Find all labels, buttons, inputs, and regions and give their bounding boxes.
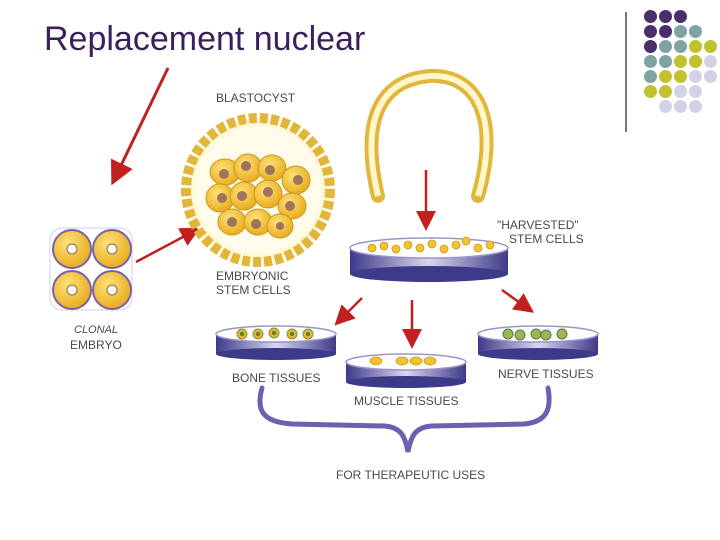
decor-dot xyxy=(689,70,702,83)
label-nerve-tissues: NERVE TISSUES xyxy=(498,367,594,381)
decor-dot xyxy=(689,40,702,53)
grouping-brace xyxy=(257,385,552,453)
decor-dot xyxy=(704,70,717,83)
decor-divider-line xyxy=(625,12,627,132)
arrow xyxy=(501,288,535,313)
arrow xyxy=(135,227,201,264)
decor-dot xyxy=(644,70,657,83)
harvested-dish xyxy=(349,236,509,282)
decor-dot xyxy=(644,25,657,38)
label-harvested-line1: "HARVESTED" xyxy=(497,218,579,232)
decor-dot xyxy=(689,85,702,98)
decor-dot xyxy=(689,55,702,68)
muscle-tissue-dish xyxy=(345,353,467,388)
decor-dot xyxy=(674,40,687,53)
decor-dot xyxy=(644,40,657,53)
decor-dot xyxy=(674,55,687,68)
arrow xyxy=(111,67,170,186)
decor-dot xyxy=(689,100,702,113)
clonal-embryo xyxy=(49,227,133,311)
decor-dot xyxy=(659,10,672,23)
label-embryonic-line2: STEM CELLS xyxy=(216,283,291,297)
label-embryonic-line1: EMBRYONIC xyxy=(216,269,289,283)
decor-dot xyxy=(689,25,702,38)
blastocyst xyxy=(181,113,335,267)
decor-dot xyxy=(659,55,672,68)
decor-dot xyxy=(704,40,717,53)
decor-dot xyxy=(674,85,687,98)
label-bone-tissues: BONE TISSUES xyxy=(232,371,321,385)
decor-dot xyxy=(644,10,657,23)
label-clonal: CLONAL xyxy=(74,324,119,336)
decor-dot xyxy=(674,25,687,38)
label-blastocyst: BLASTOCYST xyxy=(216,91,296,105)
arrow xyxy=(334,297,363,326)
decor-dot xyxy=(644,85,657,98)
decor-dot xyxy=(659,85,672,98)
label-harvested-line2: STEM CELLS xyxy=(509,232,584,246)
bone-tissue-dish xyxy=(215,325,337,360)
decor-dot xyxy=(644,55,657,68)
decor-dot xyxy=(659,25,672,38)
decor-dot xyxy=(659,40,672,53)
harvested-cell-arc-inner xyxy=(368,72,490,197)
decor-dot xyxy=(674,100,687,113)
label-muscle-tissues: MUSCLE TISSUES xyxy=(354,394,459,408)
label-therapeutic-uses: FOR THERAPEUTIC USES xyxy=(336,468,486,482)
decor-dot xyxy=(674,70,687,83)
nerve-tissue-dish xyxy=(477,325,599,360)
decor-dot xyxy=(704,55,717,68)
slide-title: Replacement nuclear xyxy=(44,20,366,58)
decor-dot xyxy=(659,100,672,113)
decor-dot xyxy=(659,70,672,83)
label-embryo: EMBRYO xyxy=(70,338,122,352)
decor-dot xyxy=(674,10,687,23)
